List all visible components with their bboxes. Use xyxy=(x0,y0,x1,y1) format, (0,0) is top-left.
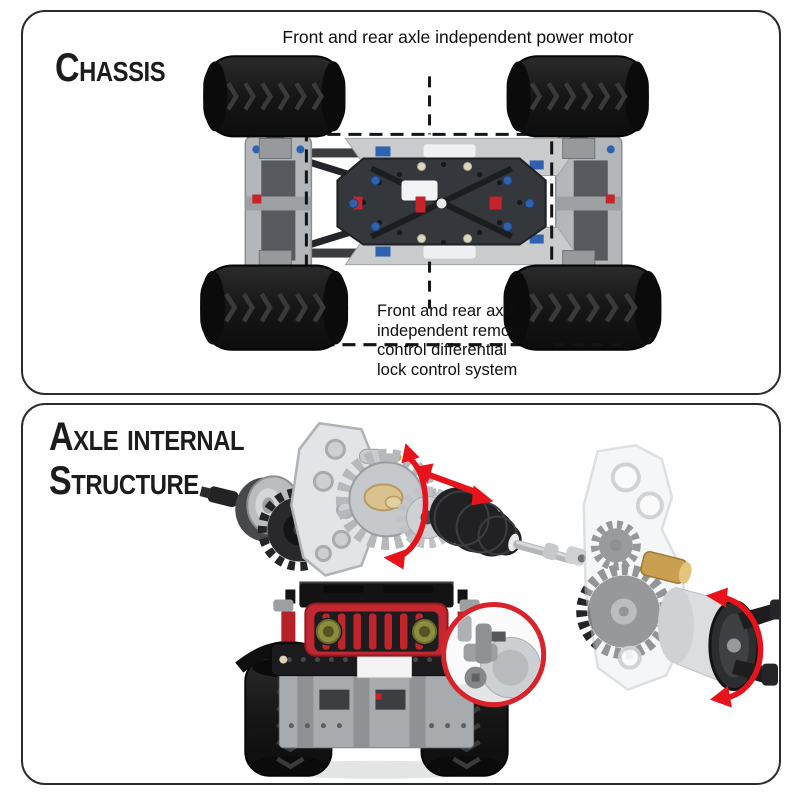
axle-exploded-view xyxy=(199,421,779,708)
drive-shaft xyxy=(513,539,587,566)
callout-leader-lines xyxy=(428,76,626,347)
diff-lock-annotation: Front and rear axle independent remote c… xyxy=(377,302,524,380)
axle-title-line: Structure xyxy=(49,459,199,503)
headlight-right xyxy=(410,617,439,646)
left-suspension-tower xyxy=(244,135,313,288)
right-axle-bracket xyxy=(576,444,779,708)
tire-rear-right xyxy=(504,266,662,350)
axle-structure-illustration xyxy=(199,421,779,779)
annotation-line: lock control system xyxy=(377,360,518,379)
annotation-line: control differential xyxy=(377,341,507,359)
axle-title-line: Axle internal xyxy=(49,415,245,459)
cv-joint-boot xyxy=(429,487,522,557)
magnifier-detail xyxy=(447,615,541,702)
chassis-panel-title: Chassis xyxy=(55,46,166,90)
rotation-arrow-icon xyxy=(383,443,429,570)
power-motor-annotation: Front and rear axle independent power mo… xyxy=(282,27,634,47)
brass-pin xyxy=(640,551,692,584)
chassis-panel: Chassis Front and rear axle independent … xyxy=(21,10,781,395)
chassis-illustration xyxy=(23,12,779,393)
truck-suspension xyxy=(278,673,475,749)
truck-front-photo xyxy=(235,581,547,779)
headlight-left xyxy=(314,617,343,646)
tire-rear-left xyxy=(200,266,348,350)
annotation-line: Front and rear axle xyxy=(377,302,517,320)
annotation-line: independent remote xyxy=(377,321,524,340)
chassis-frame xyxy=(244,124,623,288)
slide-arrow-icon xyxy=(413,463,494,506)
rotation-arrow-icon xyxy=(705,587,764,708)
magnifier-callout xyxy=(441,602,547,708)
axle-panel-title: Axle internal Structure xyxy=(49,415,244,503)
tire-front-right xyxy=(507,56,649,136)
dashed-callout-box xyxy=(304,132,554,347)
tire-front-left xyxy=(203,56,345,136)
axle-panel: Axle internal Structure xyxy=(21,403,781,785)
